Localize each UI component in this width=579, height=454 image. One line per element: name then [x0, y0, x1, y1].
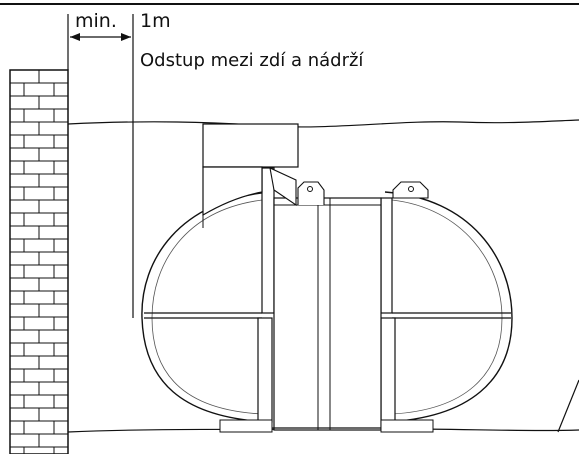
- dimension-arrowhead-right: [121, 33, 131, 41]
- dimension-arrows-icon: [70, 33, 131, 41]
- tank-right-shell: [384, 191, 513, 423]
- lifting-lug-left-hole: [307, 186, 313, 192]
- right-vertical-flange: [380, 197, 393, 314]
- right-vertical-flange-lower: [380, 317, 396, 423]
- ground-surface-line: [67, 119, 579, 128]
- brick-wall-icon: [9, 69, 69, 454]
- left-top-hatch: [202, 166, 263, 217]
- excavation-right-edge: [557, 379, 579, 433]
- distance-description-label: Odstup mezi zdí a nádrží: [140, 50, 364, 71]
- lifting-lug-right-hole: [408, 186, 414, 192]
- dimension-arrowhead-left: [70, 33, 80, 41]
- underground-tank-icon: [141, 123, 513, 433]
- tank-left-shell: [141, 191, 271, 423]
- dimension-value-label: 1m: [140, 10, 171, 32]
- left-vertical-flange: [261, 167, 275, 314]
- dimension-min-label: min.: [75, 10, 117, 32]
- tank-foot-left: [219, 419, 273, 433]
- center-connector: [273, 197, 382, 431]
- tank-foot-right: [380, 419, 434, 433]
- lifting-lug-left: [297, 181, 325, 205]
- inspection-shaft: [202, 123, 299, 168]
- left-vertical-flange-lower: [257, 317, 273, 423]
- shaft-neck: [269, 167, 297, 207]
